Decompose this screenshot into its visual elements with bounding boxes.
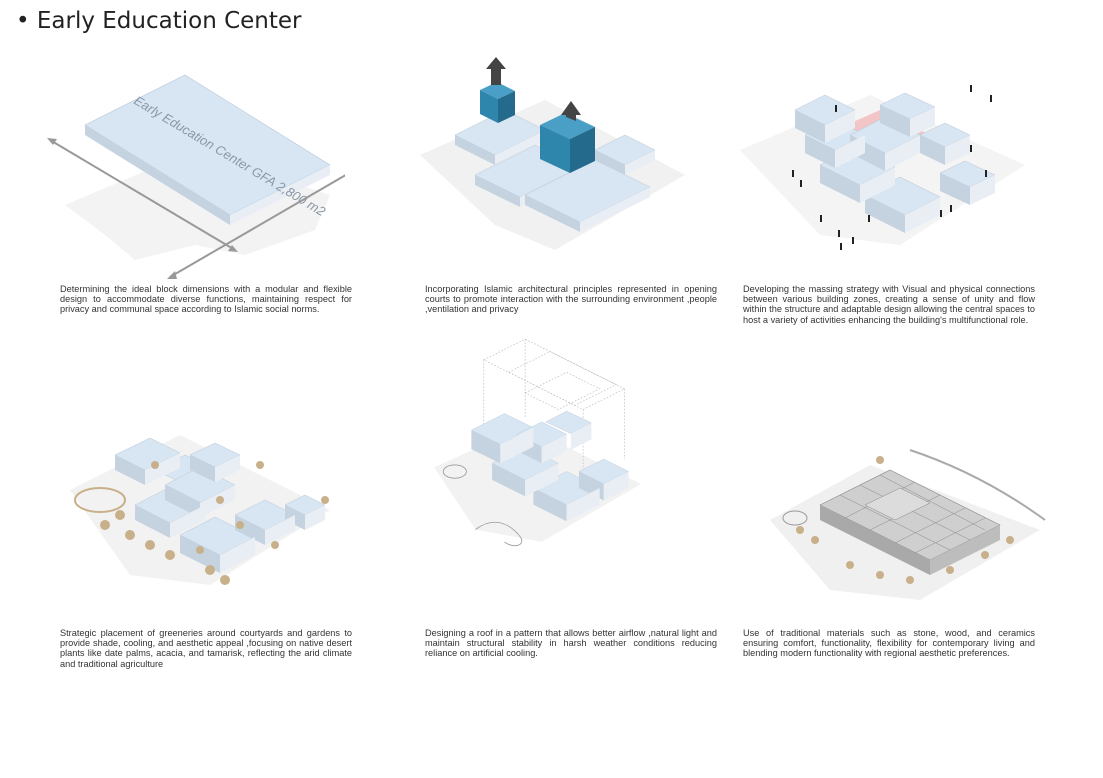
diagram-traditional-materials [760,410,1060,650]
diagram-roof-pattern [400,335,700,575]
page-title: • Early Education Center [16,8,302,34]
diagram-opening-courts [405,55,705,295]
caption-opening-courts: Incorporating Islamic architectural prin… [425,284,717,315]
caption-roof-pattern: Designing a roof in a pattern that allow… [425,628,717,659]
diagram-greenery [60,405,360,645]
caption-traditional-materials: Use of traditional materials such as sto… [743,628,1035,659]
caption-massing-strategy: Developing the massing strategy with Vis… [743,284,1035,325]
caption-block-dimensions: Determining the ideal block dimensions w… [60,284,352,315]
caption-greenery: Strategic placement of greeneries around… [60,628,352,669]
diagram-massing-strategy [740,55,1040,295]
diagram-block-dimensions: Early Education Center GFA 2,800 m2 [45,55,345,295]
